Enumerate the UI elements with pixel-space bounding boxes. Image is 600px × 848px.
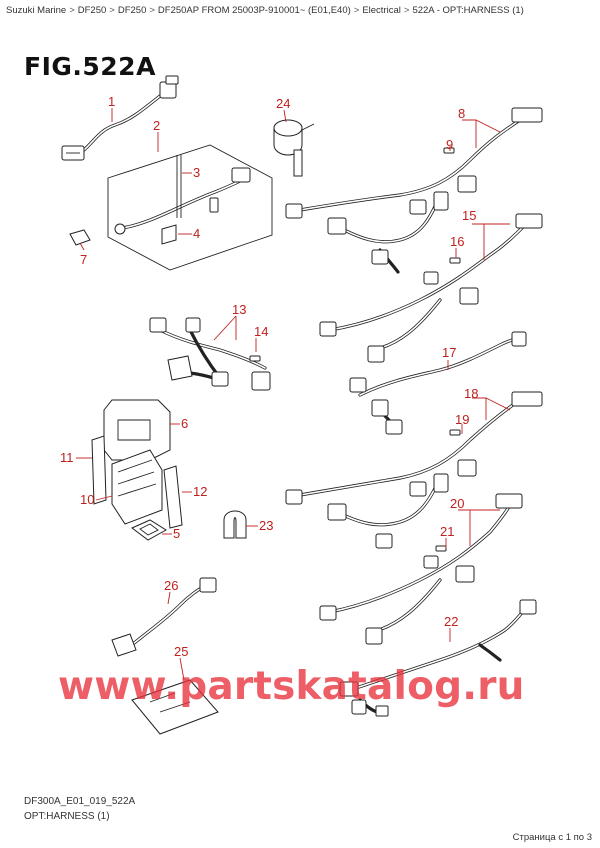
- callout-8[interactable]: 8: [458, 106, 465, 121]
- callout-17[interactable]: 17: [442, 345, 456, 360]
- callout-18[interactable]: 18: [464, 386, 478, 401]
- callout-6[interactable]: 6: [181, 416, 188, 431]
- callout-19[interactable]: 19: [455, 412, 469, 427]
- callout-1[interactable]: 1: [108, 94, 115, 109]
- callout-4[interactable]: 4: [193, 226, 200, 241]
- part-18-harness[interactable]: [285, 391, 543, 549]
- diagram-subtitle: OPT:HARNESS (1): [24, 811, 110, 822]
- part-8-main-harness[interactable]: [285, 107, 543, 274]
- part-15-harness[interactable]: [319, 213, 543, 363]
- breadcrumb-separator: >: [69, 5, 75, 16]
- callout-7[interactable]: 7: [80, 252, 87, 267]
- callout-13[interactable]: 13: [232, 302, 246, 317]
- callout-15[interactable]: 15: [462, 208, 476, 223]
- watermark: www.partskatalog.ru: [58, 664, 525, 709]
- part-22-harness[interactable]: [339, 599, 537, 717]
- figure-title: FIG.522A: [24, 52, 156, 81]
- part-13-harness[interactable]: [149, 317, 271, 391]
- callout-2[interactable]: 2: [153, 118, 160, 133]
- part-25-label[interactable]: [131, 679, 219, 735]
- callout-10[interactable]: 10: [80, 492, 94, 507]
- callout-12[interactable]: 12: [193, 484, 207, 499]
- breadcrumb-item-df250[interactable]: DF250: [77, 5, 107, 16]
- breadcrumb-item-df250-model[interactable]: DF250: [117, 5, 147, 16]
- callout-24[interactable]: 24: [276, 96, 290, 111]
- breadcrumb-item-serial-range[interactable]: DF250AP FROM 25003P-910001~ (E01,E40): [157, 5, 351, 16]
- breadcrumb: Suzuki Marine>DF250>DF250>DF250AP FROM 2…: [6, 5, 524, 16]
- breadcrumb-item-suzuki-marine[interactable]: Suzuki Marine: [6, 5, 67, 16]
- part-5-grommet[interactable]: [131, 519, 167, 541]
- callout-20[interactable]: 20: [450, 496, 464, 511]
- part-11-holder[interactable]: [91, 435, 107, 505]
- breadcrumb-item-current: 522A - OPT:HARNESS (1): [412, 5, 524, 16]
- breadcrumb-separator: >: [403, 5, 410, 16]
- breadcrumb-item-electrical[interactable]: Electrical: [362, 5, 401, 16]
- part-2-kit-box[interactable]: [107, 144, 273, 271]
- part-7-cap[interactable]: [69, 229, 91, 246]
- callout-22[interactable]: 22: [444, 614, 458, 629]
- diagram-code: DF300A_E01_019_522A: [24, 796, 136, 807]
- part-26-harness[interactable]: [111, 577, 217, 657]
- part-1-harness[interactable]: [61, 75, 179, 161]
- callout-3[interactable]: 3: [193, 165, 200, 180]
- breadcrumb-separator: >: [109, 5, 115, 16]
- callout-16[interactable]: 16: [450, 234, 464, 249]
- part-17-harness[interactable]: [349, 331, 527, 435]
- part-12-holder[interactable]: [163, 465, 183, 529]
- callout-21[interactable]: 21: [440, 524, 454, 539]
- callout-14[interactable]: 14: [254, 324, 268, 339]
- callout-26[interactable]: 26: [164, 578, 178, 593]
- callout-25[interactable]: 25: [174, 644, 188, 659]
- breadcrumb-separator: >: [149, 5, 155, 16]
- part-6-bracket[interactable]: [103, 399, 171, 461]
- callout-11[interactable]: 11: [60, 450, 74, 465]
- part-20-harness[interactable]: [319, 493, 523, 645]
- part-23-clamp[interactable]: [223, 510, 247, 539]
- part-10-control-unit[interactable]: [111, 449, 163, 525]
- breadcrumb-separator: >: [353, 5, 360, 16]
- callout-9[interactable]: 9: [446, 137, 453, 152]
- callout-labels: 1 2 3 4 5 6 7 8 9 10 11 12 13 14 15 16 1…: [60, 94, 478, 659]
- callout-5[interactable]: 5: [173, 526, 180, 541]
- page-info: Страница с 1 по 3: [512, 832, 592, 843]
- leader-lines: [76, 108, 511, 681]
- callout-23[interactable]: 23: [259, 518, 273, 533]
- part-24-boot[interactable]: [273, 119, 315, 177]
